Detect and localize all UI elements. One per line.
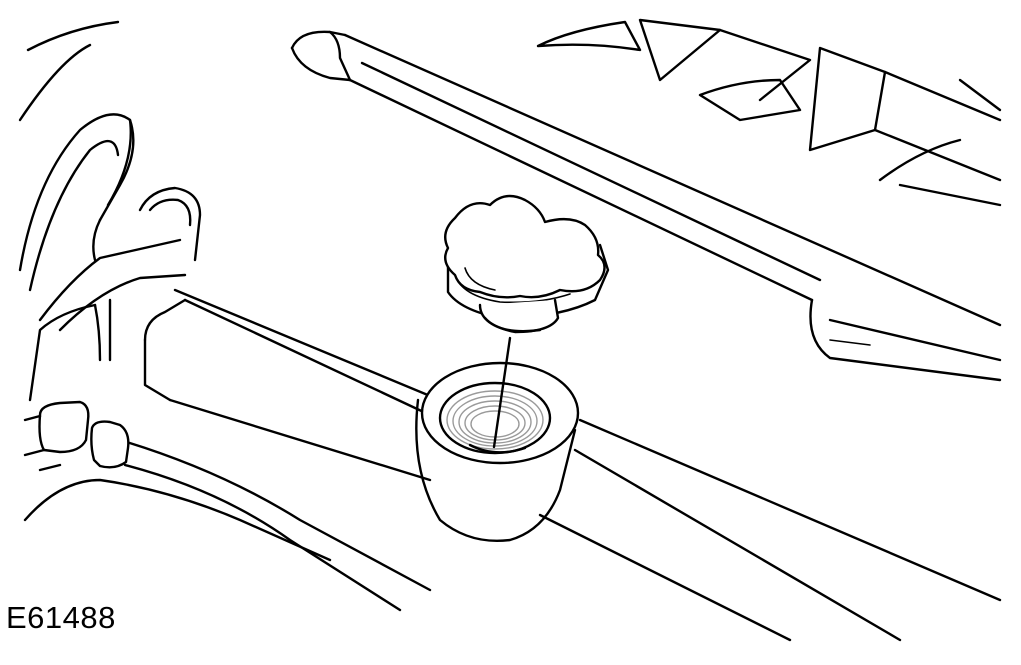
- installation-guide-line: [492, 336, 512, 449]
- lower-cover: [143, 288, 1002, 642]
- valve-cover: [290, 30, 1002, 382]
- engine-background-outline: [18, 20, 120, 122]
- hose-and-bracket: [18, 113, 432, 612]
- oil-filler-neck: [415, 361, 580, 542]
- oil-filler-cap: [444, 194, 610, 334]
- valve-cover-ribs: [536, 18, 1002, 207]
- figure-reference-label: E61488: [6, 600, 116, 635]
